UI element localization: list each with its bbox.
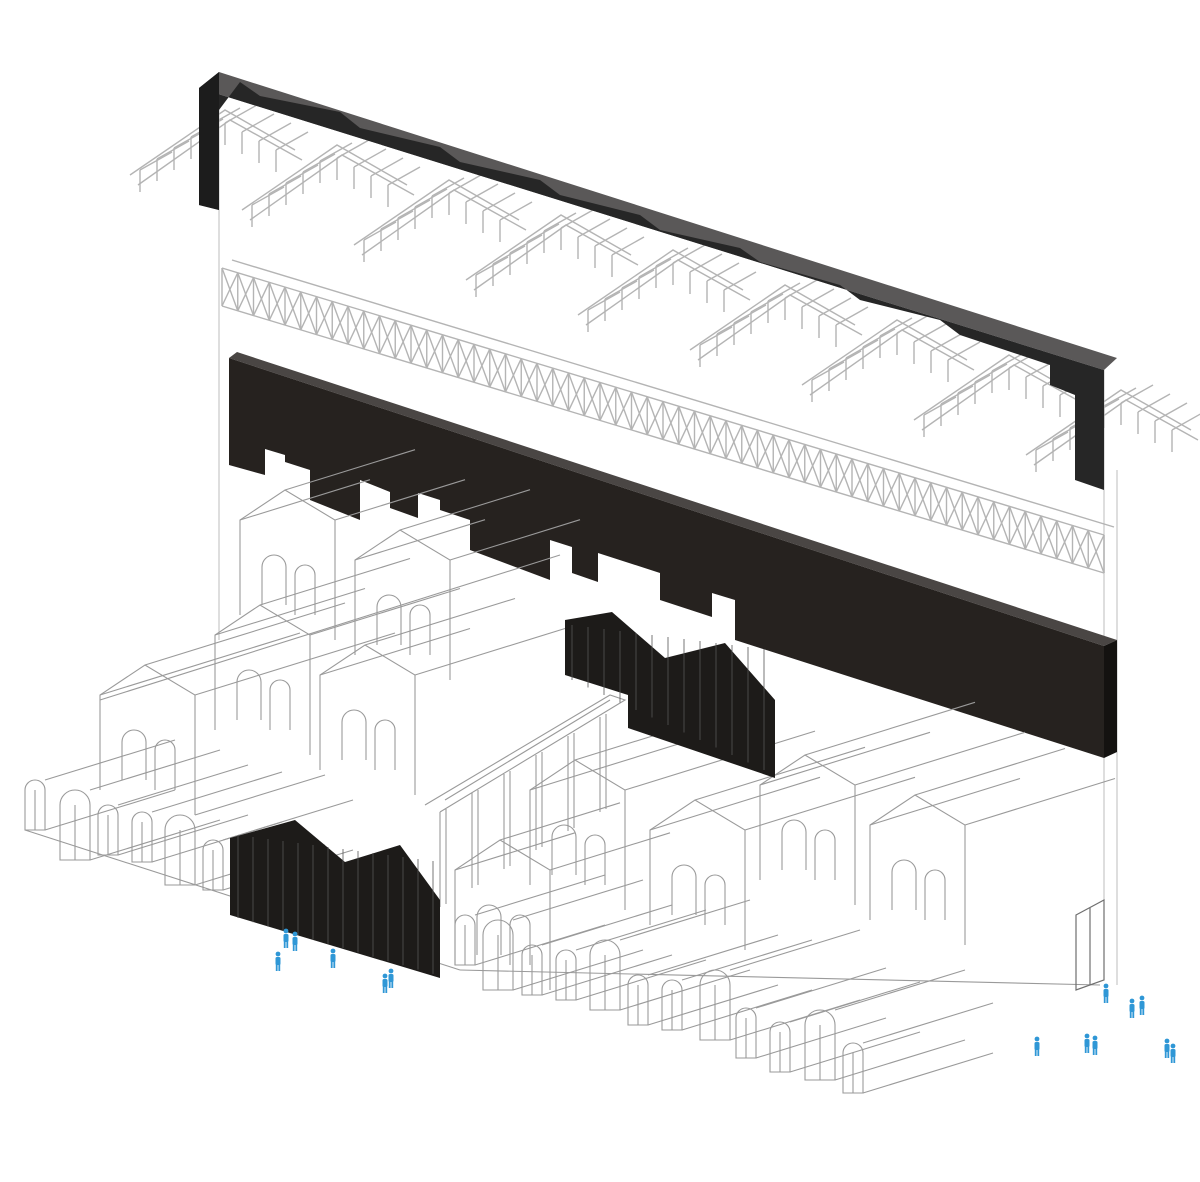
arched-doorway [482,879,644,991]
roof-truss-frame [577,244,757,332]
arched-doorway [521,904,673,996]
arched-doorway [555,909,707,1001]
person-figure [382,973,388,993]
person-figure [1092,1035,1098,1055]
person-figure [1034,1036,1040,1056]
dark-screen-wall-front [230,820,440,978]
side-door [1075,898,1105,991]
hall-outlines [24,449,1116,1094]
roof-truss-frame [129,104,309,192]
arched-doorway [131,771,283,863]
arched-doorway [24,739,176,831]
colonnade-frame [424,694,627,907]
arched-doorway [804,969,966,1081]
person-figure [1103,983,1109,1003]
dark-screen-wall-rear [565,612,775,778]
arched-doorway [661,939,813,1031]
hall-module [319,597,566,795]
roof-truss-frames [129,104,1200,472]
hall-module [99,602,396,815]
roof-truss-frame [241,139,421,227]
person-figure [1129,998,1135,1018]
person-figure [1139,995,1145,1015]
roof-truss-frame [353,174,533,262]
hall-module [454,802,671,990]
roof-truss-frame [801,314,981,402]
roof-structure-layer [129,72,1200,490]
arched-doorway [589,899,751,1011]
screen-wall-ribs [237,625,765,974]
arched-doorway [842,1002,994,1094]
ground-floor-halls-layer [24,449,1116,1094]
arched-doorway [454,874,606,966]
roof-truss-frame [465,209,645,297]
scale-figures-layer [275,928,1176,1063]
hall-module [869,747,1116,945]
person-figure [388,968,394,988]
hall-module [354,489,581,680]
wall-band-side [1104,640,1117,758]
hall-module [649,746,916,950]
arched-doorway [735,967,887,1059]
wall-band-top [229,352,1117,646]
lattice-girder [221,259,1115,574]
person-figure [1170,1043,1176,1063]
hall-edge [99,554,561,701]
hall-module [759,701,1026,905]
hall-module [239,449,466,640]
roof-band-side [199,72,219,210]
hall-edge [459,969,1101,986]
arched-doorway [627,934,779,1026]
person-figure [330,948,336,968]
person-figure [1084,1033,1090,1053]
clerestory-wall-band [229,358,1104,758]
person-figure [292,931,298,951]
hall-edge [444,699,611,801]
person-figure [283,928,289,948]
roof-truss-frame [689,279,869,367]
arched-doorway [97,764,249,856]
person-figure [1164,1038,1170,1058]
clerestory-wall-layer [229,352,1117,758]
lattice-girder-layer [221,259,1115,574]
arched-doorway [769,981,921,1073]
person-figure [275,951,281,971]
arched-doorway [59,749,221,861]
